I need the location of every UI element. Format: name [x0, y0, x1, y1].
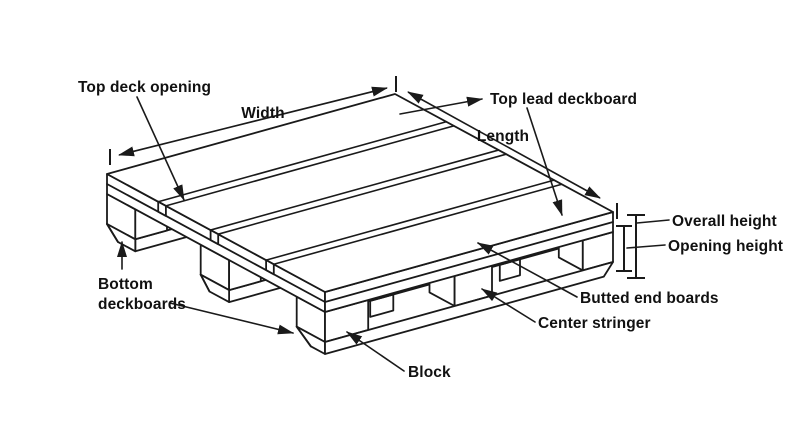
- label-block: Block: [408, 364, 451, 381]
- leader-overall-height: [636, 219, 670, 224]
- leader-lead-deckboard-near: [526, 107, 563, 216]
- label-width: Width: [241, 105, 284, 122]
- bottom-deckboard-front-side: [324, 261, 614, 355]
- leader-top-deck-opening: [136, 96, 185, 201]
- bottom-deckboard-front-chamfer: [295, 325, 312, 348]
- leader-bottom-deckboards-2: [169, 302, 294, 335]
- label-overall-height: Overall height: [672, 213, 777, 230]
- length-dimension-line: [407, 91, 601, 199]
- label-center-stringer: Center stringer: [538, 315, 651, 332]
- deck-gap-1-edge-b: [165, 125, 455, 207]
- leader-opening-height: [626, 244, 666, 249]
- label-opening-height: Opening height: [668, 238, 783, 255]
- width-dimension-line: [118, 86, 388, 157]
- label-length: Length: [477, 128, 529, 145]
- leader-butted-end-boards: [477, 242, 578, 298]
- deck-gap-1-side-notch: [157, 200, 167, 217]
- label-top-lead-deckboard: Top lead deckboard: [490, 91, 637, 108]
- leader-block: [346, 331, 405, 372]
- bottom-deckboard-back-chamfer: [106, 223, 119, 243]
- top-deck-front-layer-line: [324, 221, 614, 303]
- leader-lead-deckboard-far: [399, 96, 483, 115]
- deck-gap-2-side-notch: [209, 229, 220, 246]
- label-butted-end-boards: Butted end boards: [580, 290, 719, 307]
- label-top-deck-opening: Top deck opening: [78, 79, 211, 96]
- leader-center-stringer: [481, 288, 536, 323]
- top-deck-top-face: [106, 93, 614, 293]
- deck-gap-3-side-notch: [265, 259, 275, 276]
- deck-gap-1-edge-a: [157, 120, 448, 203]
- leader-arrows: [117, 96, 670, 372]
- dimension-lines: [109, 76, 645, 279]
- bottom-deckboard-middle-chamfer: [199, 273, 211, 293]
